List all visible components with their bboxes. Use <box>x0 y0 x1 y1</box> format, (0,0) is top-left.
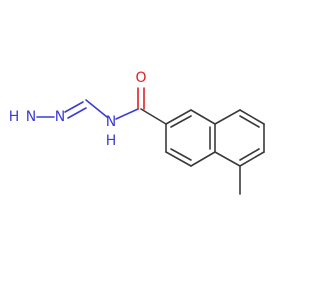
bond-ch-nh <box>85 99 108 118</box>
atom-h-hydrazine: H <box>9 109 20 125</box>
bond-imine-double-b <box>67 107 87 119</box>
ring-right-bond-5 <box>214 151 241 167</box>
ring-left-bond-1 <box>165 109 192 125</box>
atom-o-carbonyl: O <box>135 70 146 86</box>
structure-canvas: H N N N H O <box>8 70 265 195</box>
ring-right-bond-4-inner <box>239 148 260 161</box>
molecule-structure: H N N N H O <box>9 70 265 195</box>
ring-left-bond-5 <box>165 151 192 167</box>
atom-n-amide: N <box>106 114 116 130</box>
bond-imine-double-a <box>64 101 84 113</box>
ring-left-bond-4 <box>190 151 216 167</box>
ring-right-bond-2-inner <box>239 115 260 128</box>
atom-h-amide: H <box>106 133 117 149</box>
atom-n-imine: N <box>55 109 65 125</box>
ring-left-bond-2 <box>190 109 216 125</box>
ring-left-bond-1-inner <box>170 115 192 128</box>
atom-n-hydrazine: N <box>26 109 36 125</box>
bond-carbonyl-ring <box>140 108 167 125</box>
ring-right-bond-2 <box>239 109 265 125</box>
ring-right-bond-1 <box>214 109 241 125</box>
ring-right-bond-4 <box>239 151 265 167</box>
bond-nh-carbonyl <box>115 108 139 120</box>
ring-left-bond-5-inner <box>170 148 192 161</box>
